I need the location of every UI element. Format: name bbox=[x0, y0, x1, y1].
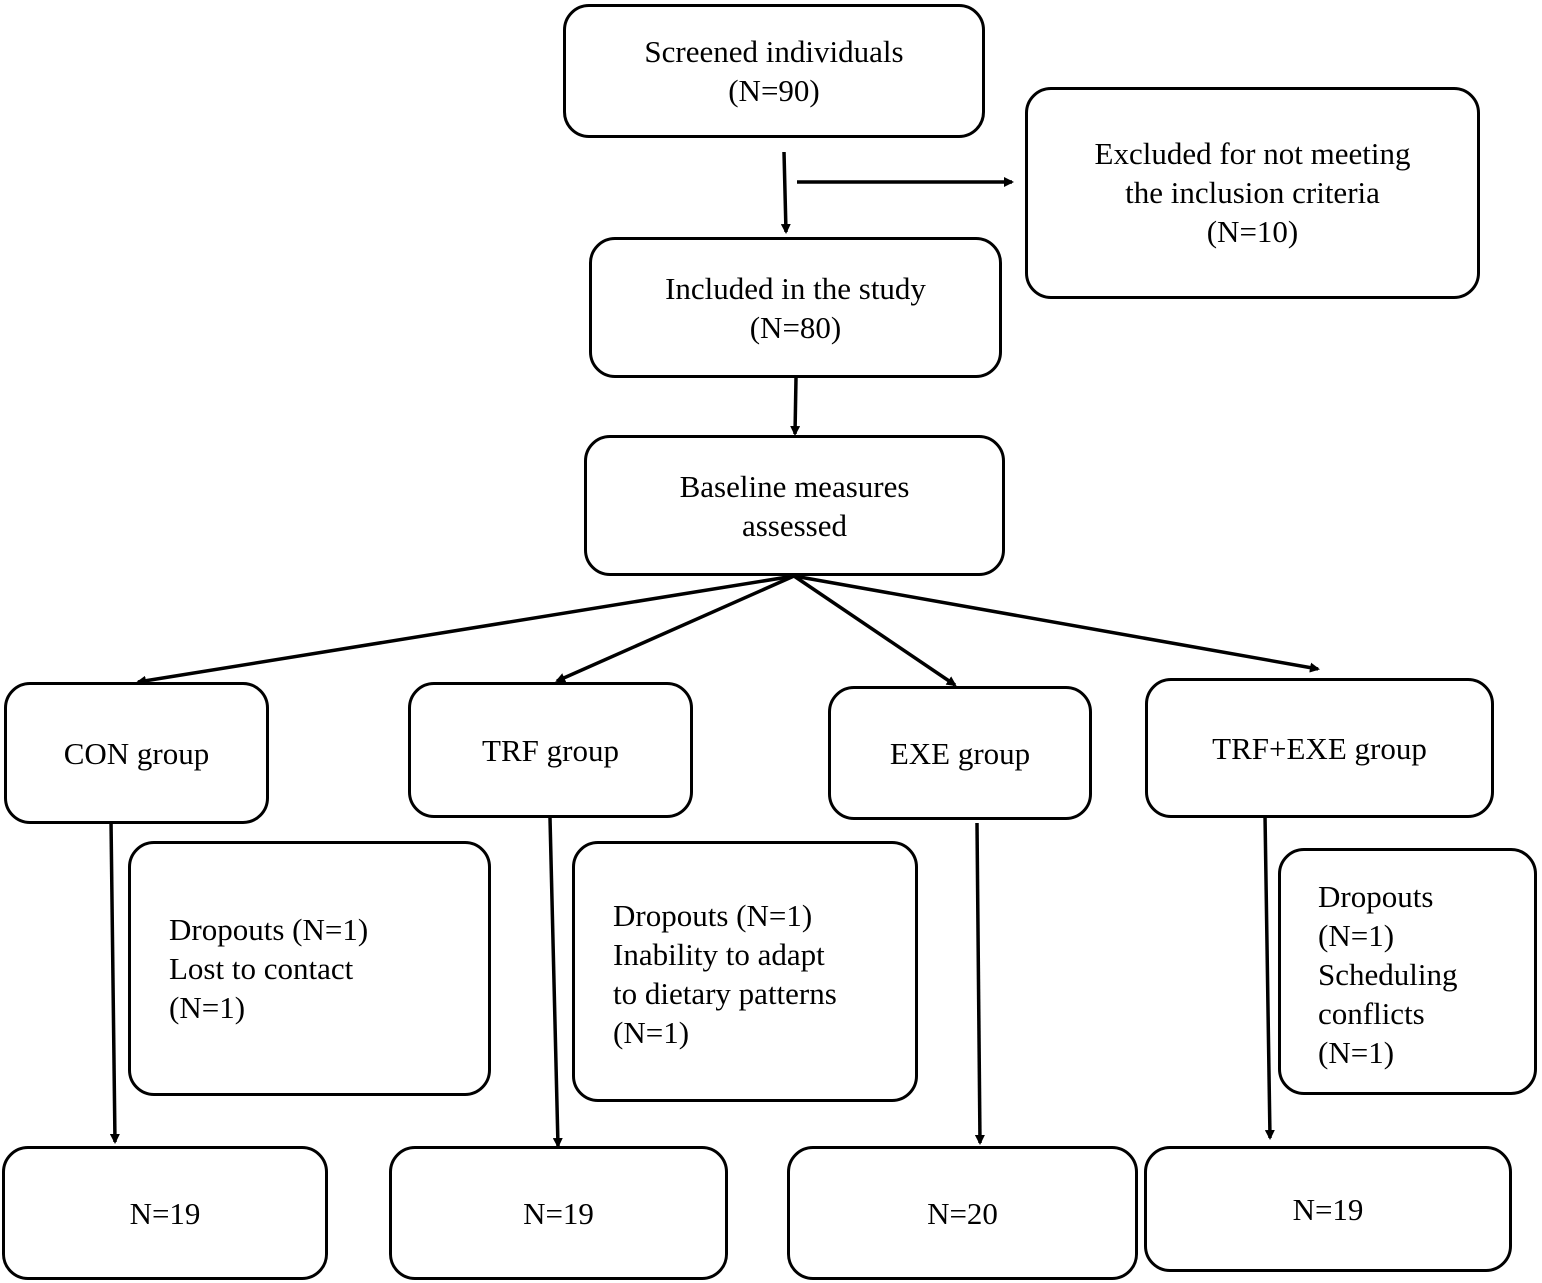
dropout-trf-line1: Dropouts (N=1) bbox=[613, 898, 813, 933]
group-label-trfexe: TRF+EXE group bbox=[1212, 730, 1427, 766]
arrow-trfexe-to-final bbox=[1263, 814, 1275, 1140]
group-box-con: CON group bbox=[4, 682, 269, 824]
final-label-trf: N=19 bbox=[523, 1195, 594, 1231]
group-label-trf: TRF group bbox=[482, 732, 619, 768]
dropout-con-line2: Lost to contact bbox=[169, 951, 354, 986]
group-box-trfexe: TRF+EXE group bbox=[1145, 678, 1494, 818]
dropout-trfexe-line2: (N=1) bbox=[1318, 918, 1395, 953]
dropout-con-line1: Dropouts (N=1) bbox=[169, 912, 369, 947]
dropout-trfexe-line4: conflicts bbox=[1318, 996, 1425, 1031]
screened-box: Screened individuals (N=90) bbox=[563, 4, 985, 138]
group-box-exe: EXE group bbox=[828, 686, 1092, 820]
excluded-line2: the inclusion criteria bbox=[1125, 175, 1380, 210]
group-label-con: CON group bbox=[63, 735, 210, 771]
dropout-trf-line3: to dietary patterns bbox=[613, 976, 837, 1011]
final-box-trf: N=19 bbox=[389, 1146, 728, 1280]
arrow-exe-to-final bbox=[974, 822, 985, 1145]
final-box-exe: N=20 bbox=[787, 1146, 1138, 1280]
dropout-box-trfexe: Dropouts (N=1) Scheduling conflicts (N=1… bbox=[1278, 848, 1537, 1095]
arrow-baseline-to-trfexe bbox=[793, 574, 1320, 673]
arrow-trf-to-final bbox=[548, 817, 563, 1148]
arrow-baseline-to-con bbox=[136, 574, 795, 686]
final-label-exe: N=20 bbox=[927, 1195, 998, 1231]
dropout-con-line3: (N=1) bbox=[169, 990, 246, 1025]
group-label-exe: EXE group bbox=[889, 735, 1031, 771]
dropout-trf-line4: (N=1) bbox=[613, 1015, 690, 1050]
excluded-count: (N=10) bbox=[1206, 214, 1299, 249]
final-label-con: N=19 bbox=[129, 1195, 201, 1231]
dropout-box-trf: Dropouts (N=1) Inability to adapt to die… bbox=[572, 841, 918, 1102]
excluded-box: Excluded for not meeting the inclusion c… bbox=[1025, 87, 1480, 299]
arrow-con-to-final bbox=[109, 819, 120, 1144]
dropout-box-con: Dropouts (N=1) Lost to contact (N=1) bbox=[128, 841, 491, 1096]
dropout-trf-line2: Inability to adapt bbox=[613, 937, 825, 972]
baseline-line1: Baseline measures bbox=[679, 468, 910, 504]
final-label-trfexe: N=19 bbox=[1292, 1191, 1364, 1227]
screened-label: Screened individuals bbox=[644, 34, 904, 69]
dropout-trfexe-line3: Scheduling bbox=[1318, 957, 1458, 992]
excluded-line1: Excluded for not meeting bbox=[1094, 136, 1411, 171]
arrow-included-to-baseline bbox=[790, 377, 801, 436]
baseline-box: Baseline measures assessed bbox=[584, 435, 1005, 576]
baseline-line2: assessed bbox=[741, 507, 848, 543]
final-box-con: N=19 bbox=[2, 1146, 328, 1280]
screened-count: (N=90) bbox=[728, 73, 820, 108]
arrow-baseline-to-exe bbox=[793, 574, 957, 687]
dropout-trfexe-line1: Dropouts bbox=[1318, 879, 1434, 914]
dropout-trfexe-line5: (N=1) bbox=[1318, 1035, 1395, 1070]
arrow-baseline-to-trf bbox=[555, 574, 795, 683]
included-box: Included in the study (N=80) bbox=[589, 237, 1002, 378]
group-box-trf: TRF group bbox=[408, 682, 693, 818]
arrow-screened-to-included bbox=[780, 151, 791, 234]
final-box-trfexe: N=19 bbox=[1144, 1146, 1512, 1272]
included-count: (N=80) bbox=[749, 309, 842, 345]
included-label: Included in the study bbox=[665, 270, 926, 306]
